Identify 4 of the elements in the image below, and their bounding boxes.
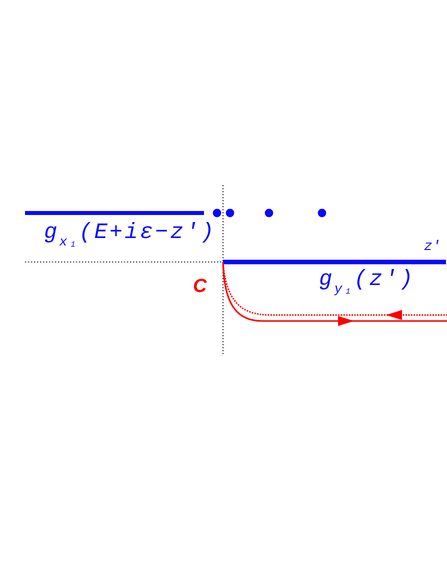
function-label: g$_{x₁}$(E+iε−z′) bbox=[44, 219, 216, 251]
function-label: g$_{y₁}$(z′) bbox=[319, 266, 415, 298]
contour-label: C bbox=[193, 275, 207, 299]
variable-label: z′ bbox=[424, 239, 441, 256]
